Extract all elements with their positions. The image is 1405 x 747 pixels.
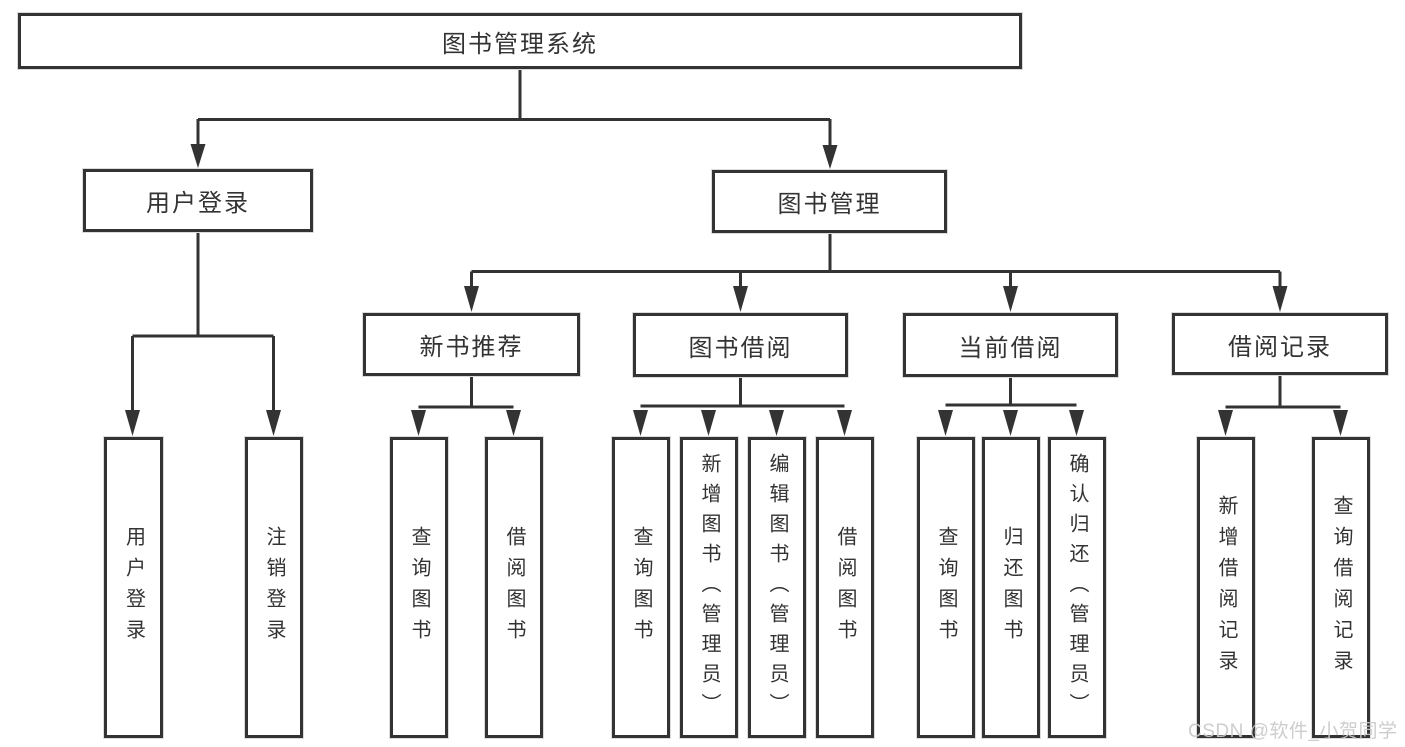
leaf-add-book-admin: 新增图书（管理员） xyxy=(680,437,738,738)
node-book-borrow: 图书借阅 xyxy=(633,313,848,377)
leaf-borrow-book-recommend: 借阅图书 xyxy=(485,437,543,738)
node-borrow-record: 借阅记录 xyxy=(1172,313,1388,375)
node-user-login-branch: 用户登录 xyxy=(83,169,313,232)
leaf-query-book-recommend: 查询图书 xyxy=(390,437,448,738)
node-root-system: 图书管理系统 xyxy=(18,13,1022,69)
node-new-book-recommend: 新书推荐 xyxy=(363,313,580,376)
csdn-watermark: CSDN @软件_小贺同学 xyxy=(1188,721,1398,742)
leaf-add-borrow-record: 新增借阅记录 xyxy=(1197,437,1255,738)
leaf-query-book-current: 查询图书 xyxy=(917,437,975,738)
leaf-edit-book-admin: 编辑图书（管理员） xyxy=(748,437,806,738)
node-book-management-branch: 图书管理 xyxy=(712,170,947,233)
leaf-confirm-return-admin: 确认归还（管理员） xyxy=(1048,437,1106,738)
leaf-return-book: 归还图书 xyxy=(982,437,1040,738)
leaf-user-login: 用户登录 xyxy=(104,437,163,738)
leaf-logout: 注销登录 xyxy=(245,437,303,738)
leaf-borrow-book: 借阅图书 xyxy=(816,437,874,738)
arrowheads xyxy=(125,144,1348,436)
node-current-borrow: 当前借阅 xyxy=(903,313,1118,377)
leaf-query-borrow-record: 查询借阅记录 xyxy=(1312,437,1370,738)
leaf-query-book-borrow: 查询图书 xyxy=(612,437,670,738)
